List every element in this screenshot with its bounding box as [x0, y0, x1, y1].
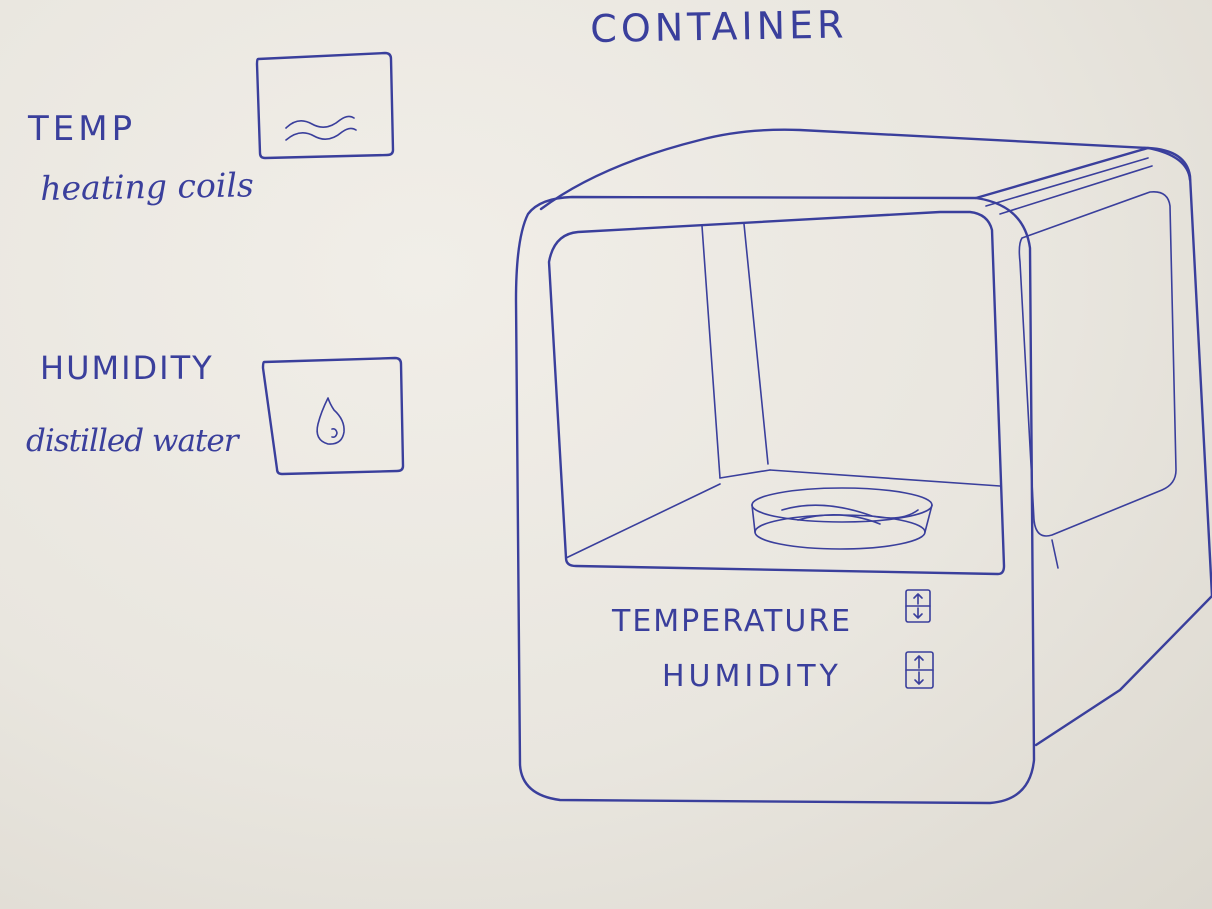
up-down-arrows-icon — [913, 593, 923, 619]
up-down-arrows-icon — [914, 655, 924, 685]
temp-label: TEMP — [28, 109, 137, 149]
humidity-control-label: HUMIDITY — [662, 659, 842, 694]
distilled-water-label: distilled water — [26, 423, 239, 459]
distilled-water-box — [261, 356, 405, 476]
heat-wave-icon — [285, 115, 357, 141]
humidity-stepper[interactable] — [905, 651, 934, 689]
container-device — [514, 128, 1212, 805]
diagram-title: CONTAINER — [589, 2, 848, 51]
heating-coils-label: heating coils — [39, 165, 255, 208]
temperature-stepper[interactable] — [905, 589, 931, 623]
humidity-label: HUMIDITY — [40, 349, 214, 387]
petri-dish — [751, 487, 933, 550]
water-drop-icon — [316, 397, 345, 445]
heating-coils-box — [255, 51, 395, 160]
temperature-control-label: TEMPERATURE — [612, 604, 853, 639]
